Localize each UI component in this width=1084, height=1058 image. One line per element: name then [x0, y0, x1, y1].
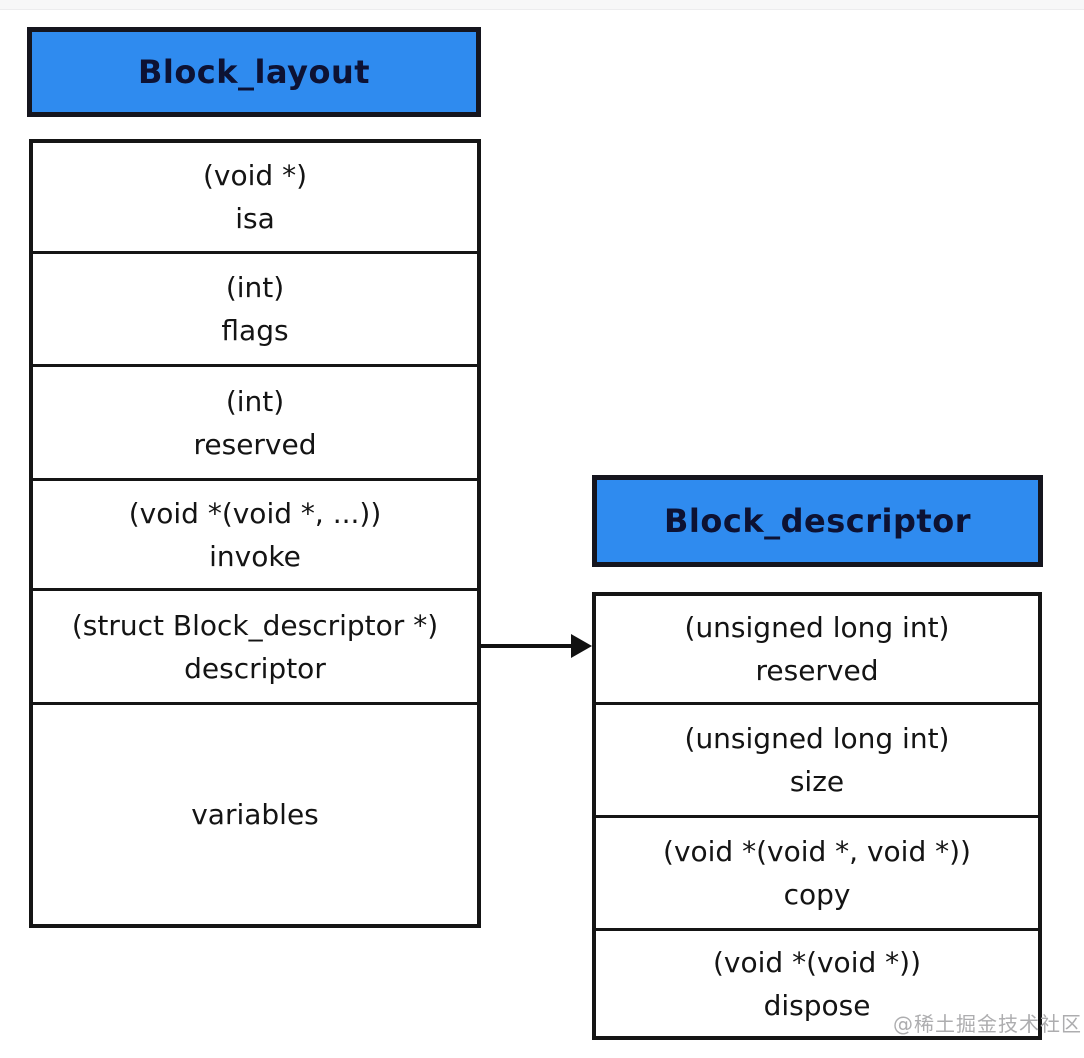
table-row-invoke: (void *(void *, ...)) invoke	[33, 478, 477, 588]
field-name: flags	[221, 314, 289, 347]
watermark: @稀土掘金技术社区	[893, 1012, 1082, 1036]
table-row-reserved: (int) reserved	[33, 364, 477, 478]
page-top-strip	[0, 0, 1084, 10]
field-type: (void *(void *))	[712, 945, 921, 979]
block-layout-title: Block_layout	[137, 53, 371, 91]
field-name: isa	[235, 202, 275, 235]
field-name: descriptor	[184, 651, 326, 685]
field-type: (struct Block_descriptor *)	[71, 608, 439, 642]
field-name: invoke	[209, 539, 301, 573]
table-row-reserved: (unsigned long int) reserved	[596, 596, 1038, 702]
field-name: copy	[783, 878, 851, 911]
field-name: reserved	[193, 427, 317, 461]
field-type: (int)	[225, 384, 285, 418]
table-row-flags: (int) flags	[33, 251, 477, 364]
block-descriptor-header: Block_descriptor	[592, 475, 1043, 567]
block-descriptor-table: (unsigned long int) reserved (unsigned l…	[592, 592, 1042, 1040]
table-row-dispose: (void *(void *)) dispose	[596, 928, 1038, 1036]
block-layout-table: (void *) isa (int) flags (int) reserved …	[29, 139, 481, 928]
field-name: reserved	[755, 654, 879, 687]
descriptor-arrow-shaft	[481, 644, 574, 648]
field-type: (void *)	[202, 159, 307, 192]
table-row-size: (unsigned long int) size	[596, 702, 1038, 815]
table-row-copy: (void *(void *, void *)) copy	[596, 815, 1038, 928]
field-name: variables	[191, 798, 319, 831]
table-row-descriptor: (struct Block_descriptor *) descriptor	[33, 588, 477, 702]
field-type: (int)	[225, 271, 285, 304]
field-type: (void *(void *, ...))	[128, 496, 382, 530]
field-type: (unsigned long int)	[684, 611, 950, 644]
field-name: dispose	[763, 988, 871, 1022]
descriptor-arrow-head-icon	[571, 634, 592, 658]
table-row-isa: (void *) isa	[33, 143, 477, 251]
field-type: (unsigned long int)	[684, 722, 950, 755]
block-layout-header: Block_layout	[27, 27, 481, 117]
block-descriptor-title: Block_descriptor	[664, 502, 971, 540]
field-type: (void *(void *, void *))	[663, 835, 971, 868]
table-row-variables: variables	[33, 702, 477, 924]
field-name: size	[789, 765, 845, 798]
